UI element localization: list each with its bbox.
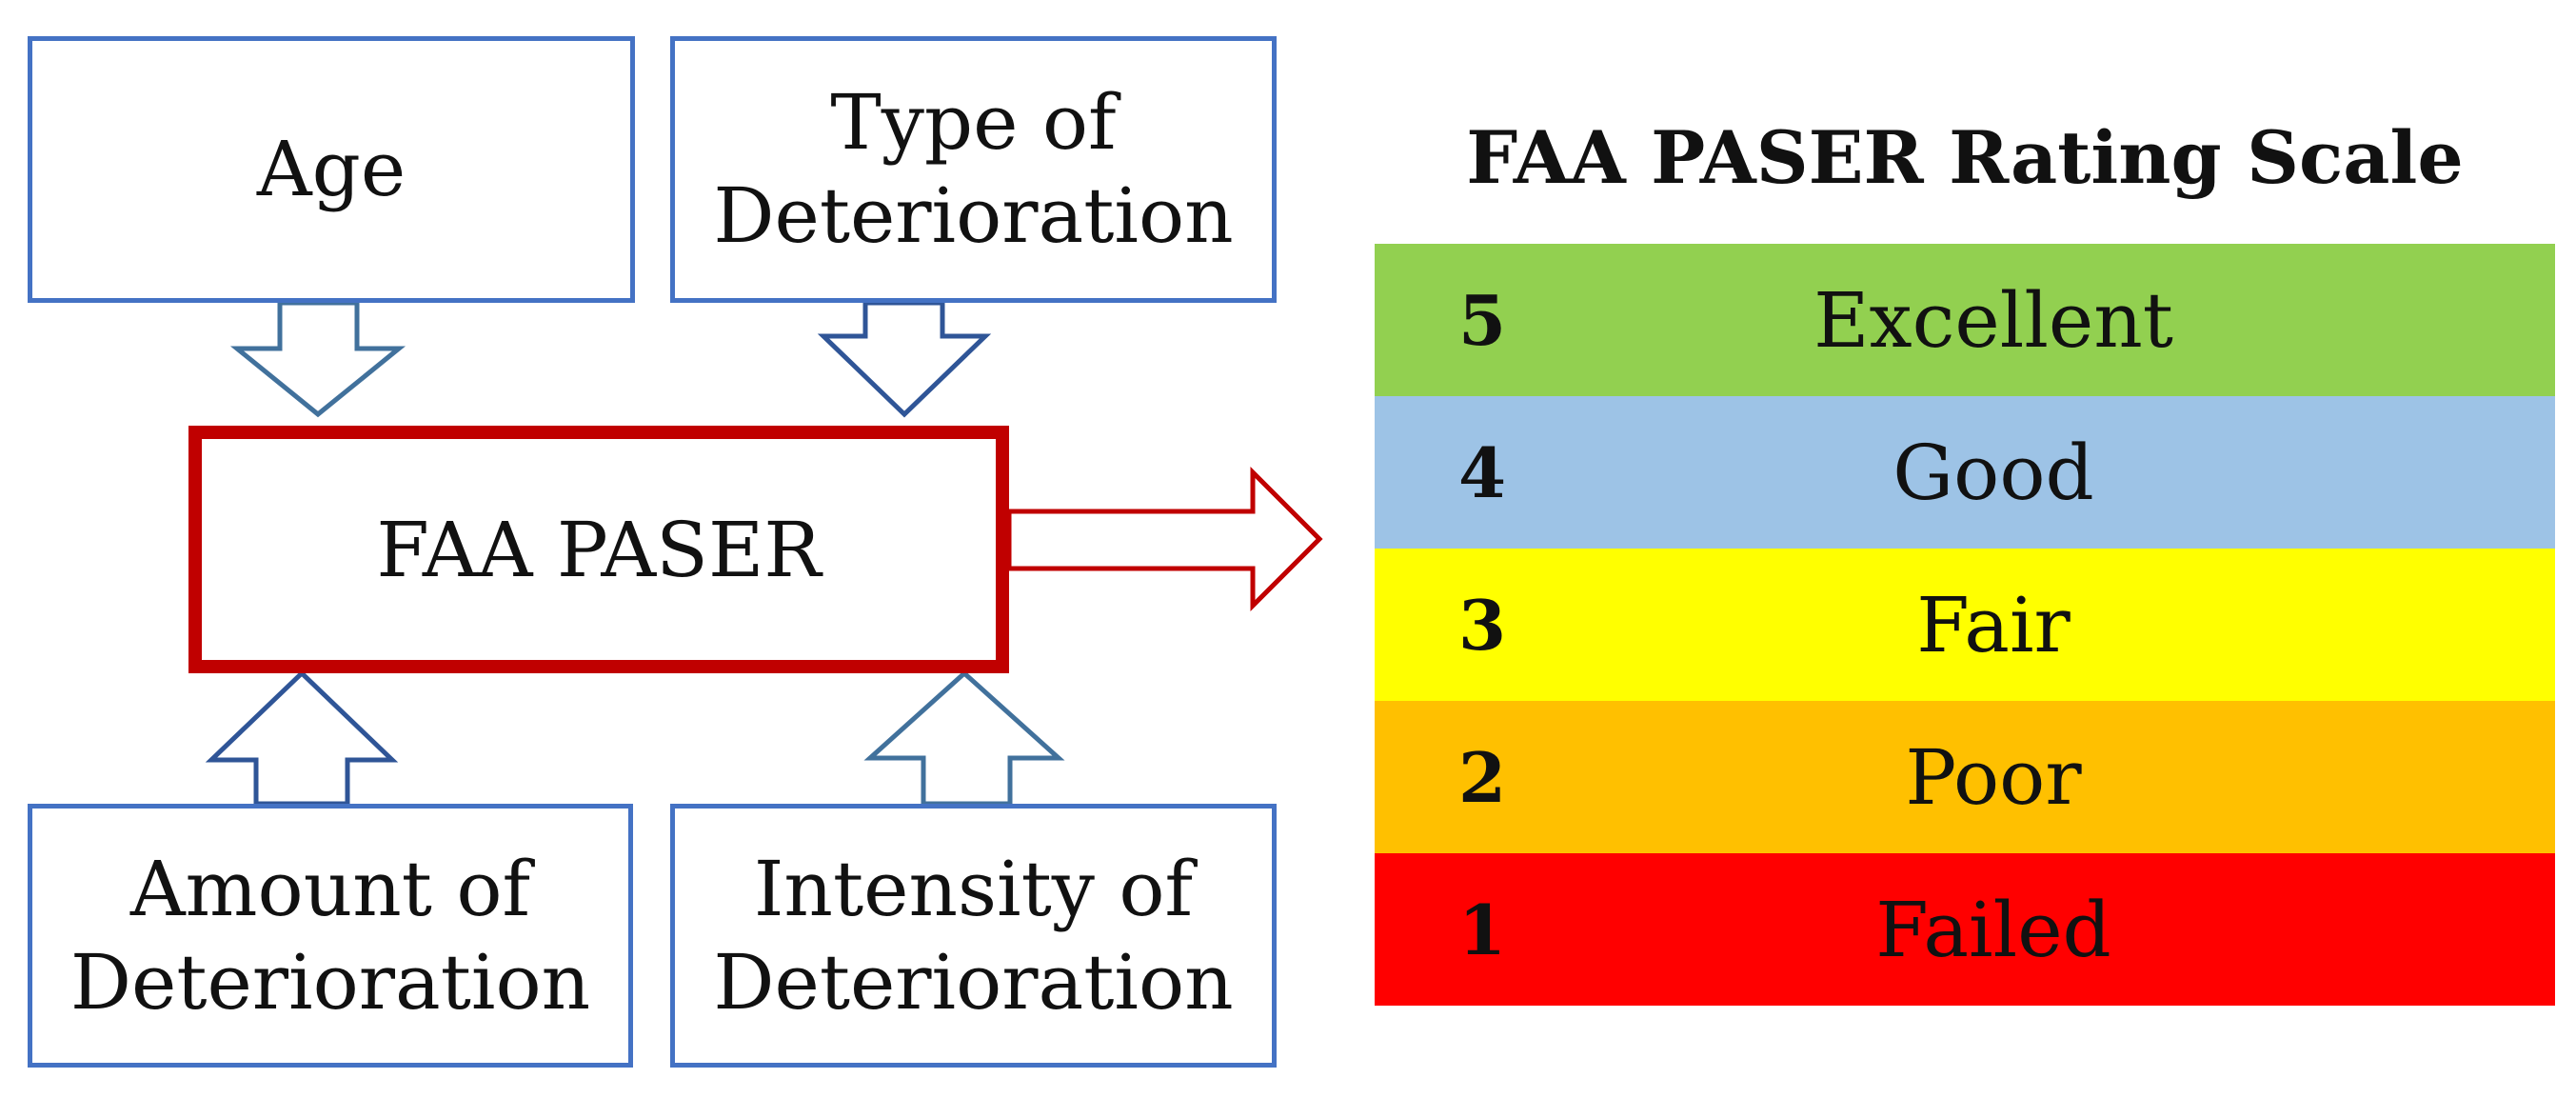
rating-row-1: 1 Failed <box>1375 853 2555 1006</box>
rating-row-2: 2 Poor <box>1375 701 2555 853</box>
amount-of-deterioration-box: Amount of Deterioration <box>28 804 633 1068</box>
arrow-intensity-up <box>863 669 1065 807</box>
intensity-of-deterioration-box: Intensity of Deterioration <box>670 804 1277 1068</box>
rating-number: 3 <box>1458 584 1507 666</box>
rating-label: Poor <box>1905 732 2082 822</box>
rating-row-4: 4 Good <box>1375 396 2555 549</box>
rating-scale-table: 5 Excellent 4 Good 3 Fair 2 Poor 1 Faile… <box>1375 244 2555 1006</box>
intensity-of-deterioration-label-line-1: Intensity of <box>753 844 1194 933</box>
rating-row-3: 3 Fair <box>1375 549 2555 701</box>
rating-number: 2 <box>1458 736 1507 818</box>
type-of-deterioration-label-line-1: Type of <box>830 78 1117 168</box>
rating-row-5: 5 Excellent <box>1375 244 2555 396</box>
arrow-paser-right <box>1006 466 1323 612</box>
age-label: Age <box>256 125 406 214</box>
rating-scale-title: FAA PASER Rating Scale <box>1466 115 2464 200</box>
rating-label: Excellent <box>1813 275 2173 365</box>
amount-of-deterioration-label-line-1: Amount of <box>129 844 531 933</box>
rating-number: 4 <box>1458 431 1507 513</box>
age-box: Age <box>28 36 635 303</box>
rating-number: 1 <box>1458 888 1507 970</box>
type-of-deterioration-label-line-2: Deterioration <box>713 171 1234 260</box>
intensity-of-deterioration-label-line-2: Deterioration <box>713 937 1234 1027</box>
faa-paser-label: FAA PASER <box>376 505 822 594</box>
arrow-type-down <box>817 300 992 418</box>
amount-of-deterioration-label-line-2: Deterioration <box>69 937 591 1027</box>
arrow-amount-up <box>205 669 399 807</box>
rating-number: 5 <box>1458 279 1507 361</box>
rating-label: Good <box>1892 428 2094 517</box>
rating-label: Fair <box>1916 580 2071 669</box>
arrow-age-down <box>229 300 406 418</box>
rating-label: Failed <box>1875 885 2111 974</box>
type-of-deterioration-box: Type of Deterioration <box>670 36 1277 303</box>
faa-paser-box: FAA PASER <box>188 426 1009 673</box>
